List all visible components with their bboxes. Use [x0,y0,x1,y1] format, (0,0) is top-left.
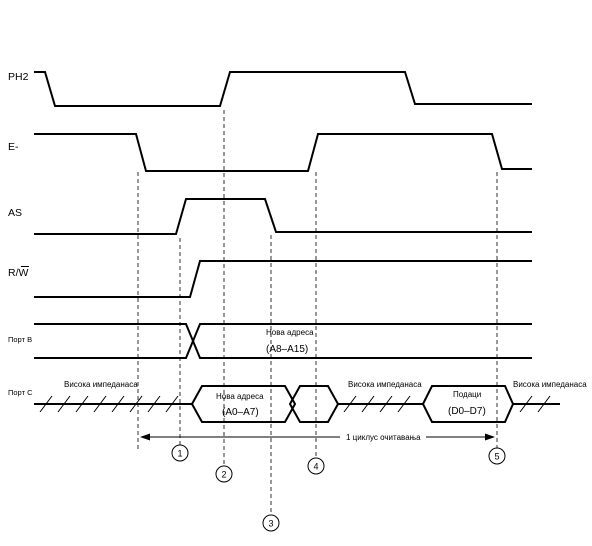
marker-4: 4 [307,457,325,475]
port-c-high-impedance-left: Висока импеданаса [64,380,138,389]
port-b-new-address-value: (A8–A15) [266,344,308,355]
port-c-data-value: (D0–D7) [448,406,486,417]
svg-text:2: 2 [221,470,226,480]
label-ph2: PH2 [8,71,29,83]
port-c-high-impedance-middle: Висока импеданаса [348,380,422,389]
port-c-high-impedance-right: Висока импеданаса [513,380,587,389]
port-c-new-address-value: (A0–A7) [222,407,259,418]
svg-text:4: 4 [313,462,318,472]
port-c-new-address-label: Нова адреса [216,392,264,401]
svg-text:5: 5 [494,452,499,462]
as-waveform [34,198,532,235]
cycle-arrow [140,433,495,441]
rw-waveform [34,260,532,298]
label-rw: R/W [8,267,29,279]
marker-3: 3 [262,514,280,532]
ph2-waveform [34,71,532,107]
marker-5: 5 [488,447,506,465]
port-c-data-label: Подаци [453,390,481,399]
svg-text:3: 3 [268,519,273,529]
cycle-label: 1 циклус очитавања [346,433,421,442]
label-port-c: Порт C [8,388,33,397]
port-b-new-address-label: Нова адреса [266,328,314,337]
label-e: E- [8,141,19,153]
label-as: AS [8,207,22,219]
port-c-bus [34,385,560,423]
marker-1: 1 [171,444,189,462]
label-port-b: Порт B [8,335,32,344]
port-b-bus [34,323,532,359]
e-waveform [34,133,532,172]
svg-text:1: 1 [177,449,182,459]
marker-2: 2 [215,465,233,483]
